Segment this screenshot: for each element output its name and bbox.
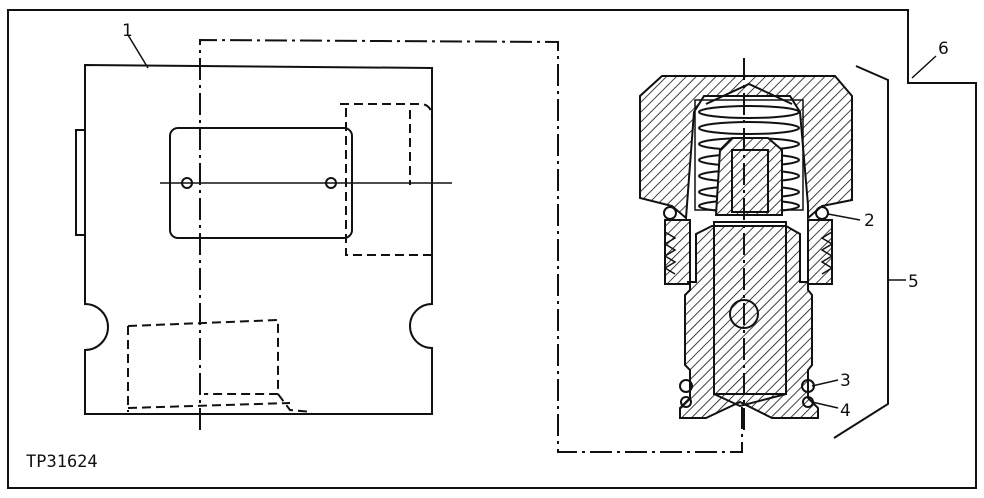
o-ring-upper-right [815, 206, 829, 220]
callout-2: 2 [864, 211, 875, 231]
callout-6: 6 [938, 39, 949, 59]
o-ring-lower-left [679, 379, 693, 393]
leader-2 [827, 213, 861, 221]
leader-3 [811, 379, 839, 387]
leader-4 [811, 401, 839, 409]
valve-housing [75, 63, 452, 415]
bracket-5 [833, 65, 889, 439]
flow-path-line [199, 38, 743, 453]
outer-border [7, 9, 977, 489]
leader-1 [127, 34, 149, 69]
o-ring-upper-left [663, 206, 677, 220]
callout-3: 3 [840, 371, 851, 391]
cartridge-valve [639, 58, 853, 430]
reference-code: TP31624 [26, 452, 98, 472]
leader-6 [911, 55, 937, 79]
callout-5: 5 [908, 272, 919, 292]
callout-1: 1 [122, 21, 133, 41]
callout-4: 4 [840, 401, 851, 421]
